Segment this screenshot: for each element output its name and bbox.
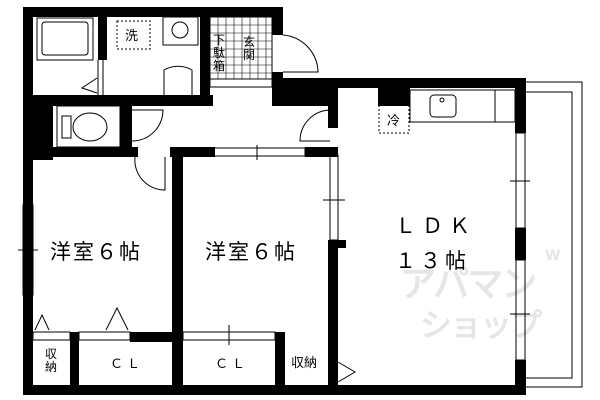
fridge-label: 冷 [387, 114, 401, 129]
washer-label: 洗 [125, 29, 139, 44]
western-room-1-label: 洋室６帖 [50, 240, 142, 264]
entrance-label: 玄関 [242, 35, 255, 62]
ldk-label: ＬＤＫ [395, 214, 476, 238]
western-room-2-label: 洋室６帖 [205, 240, 297, 264]
closet-1-label: ＣＬ [110, 357, 145, 372]
watermark-line2: ショップ [420, 306, 542, 344]
closet-2-label: ＣＬ [215, 357, 250, 372]
storage-2-label: 収納 [291, 356, 318, 371]
watermark-line1: アパマン [400, 264, 537, 305]
ldk-size-label: １３帖 [395, 249, 470, 273]
storage-1-label: 収納 [44, 347, 57, 374]
shoe-box-label: 下駄箱 [212, 33, 225, 73]
watermark-corner: W [545, 248, 561, 264]
